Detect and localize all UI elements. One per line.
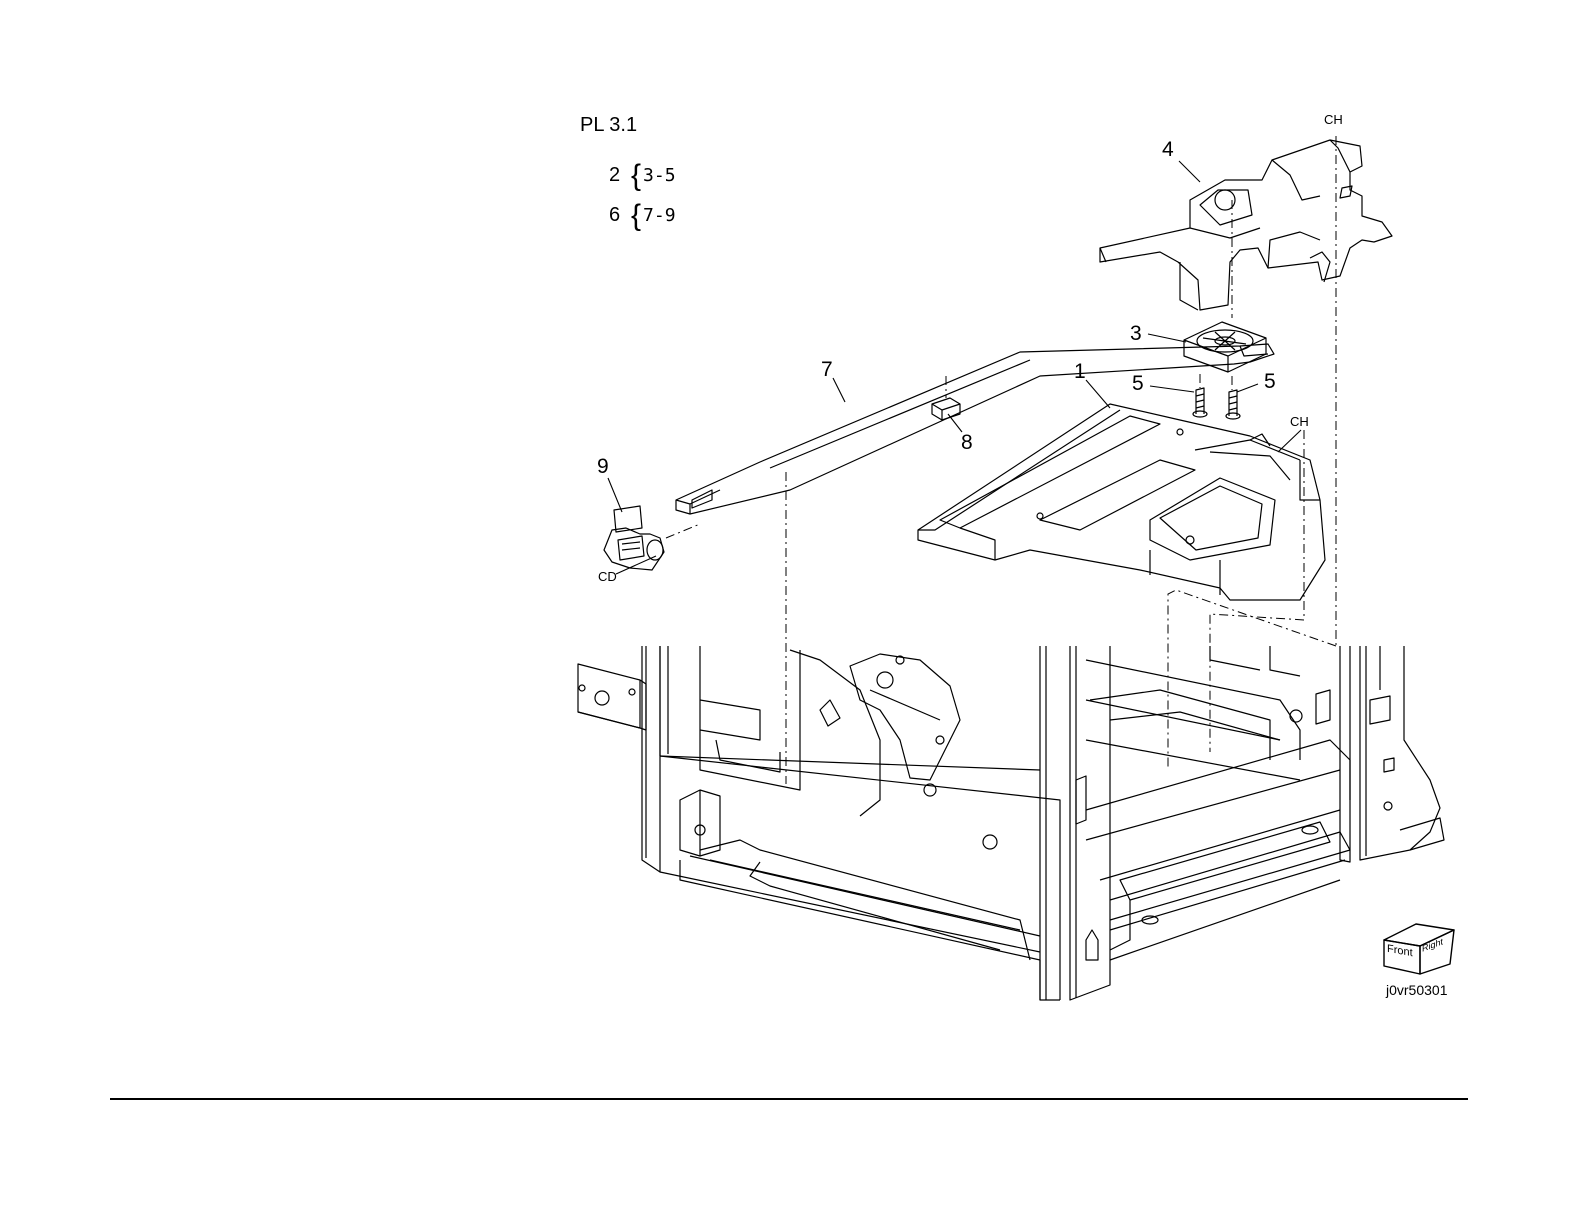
callout-4: 4 (1162, 138, 1174, 162)
footer-rule (110, 1098, 1468, 1100)
assembly-lines (666, 136, 1336, 784)
callout-1: 1 (1074, 360, 1086, 384)
long-bracket (676, 344, 1274, 514)
ch-label-mid: CH (1290, 414, 1309, 429)
callout-8: 8 (961, 431, 973, 455)
callout-9: 9 (597, 455, 609, 479)
cd-label: CD (598, 569, 617, 584)
screw-right (1226, 390, 1240, 419)
screw-left (1193, 388, 1207, 417)
figure-id: j0vr50301 (1386, 982, 1448, 998)
ch-label-top: CH (1324, 112, 1343, 127)
callout-7: 7 (821, 358, 833, 382)
rotor-tray (918, 404, 1325, 600)
callout-5-right: 5 (1264, 370, 1276, 394)
connector-bracket (604, 506, 664, 570)
fan-duct-assembly (1100, 140, 1392, 310)
main-frame (578, 646, 1444, 1000)
callout-5-left: 5 (1132, 372, 1144, 396)
callout-3: 3 (1130, 322, 1142, 346)
clip (932, 398, 960, 420)
